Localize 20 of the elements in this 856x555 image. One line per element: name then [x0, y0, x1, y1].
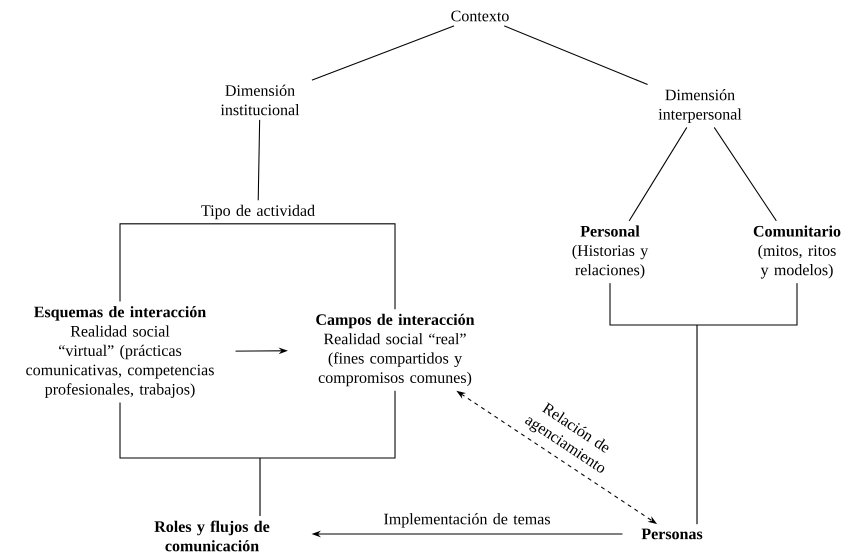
dimension-label: Dimensión institucional	[220, 84, 300, 116]
connector-line	[504, 25, 648, 86]
context-label: Contexto	[451, 10, 509, 22]
dimension-label: Dimensión interpersonal	[658, 89, 742, 123]
connector-line	[696, 283, 798, 524]
connector-line	[258, 223, 396, 310]
schema-text: Esquemas de interacción Realidad social “virtual” (prácticas comunicativas, competencias profesionales, trabajos)	[26, 306, 214, 398]
personal-text: Personal (Historias y relaciones)	[572, 225, 648, 279]
connector-line	[258, 120, 260, 200]
connector-line	[259, 390, 396, 516]
connector-line	[119, 223, 258, 302]
connector-line	[714, 127, 777, 222]
community-text: Comunitario (mitos, ritos y modelos)	[754, 225, 840, 279]
persons-label: Personas	[642, 528, 702, 540]
connector-line	[312, 25, 454, 81]
roles-text: Roles y flujos de comunicación	[154, 520, 270, 552]
edge-label: Implementación de temas	[384, 513, 550, 528]
field-text: Campos de interacción Realidad social “real” (fines compartidos y compromisos comunes)	[316, 314, 474, 386]
connector-line	[628, 127, 688, 222]
activity-label: Tipo de actividad	[201, 204, 315, 220]
